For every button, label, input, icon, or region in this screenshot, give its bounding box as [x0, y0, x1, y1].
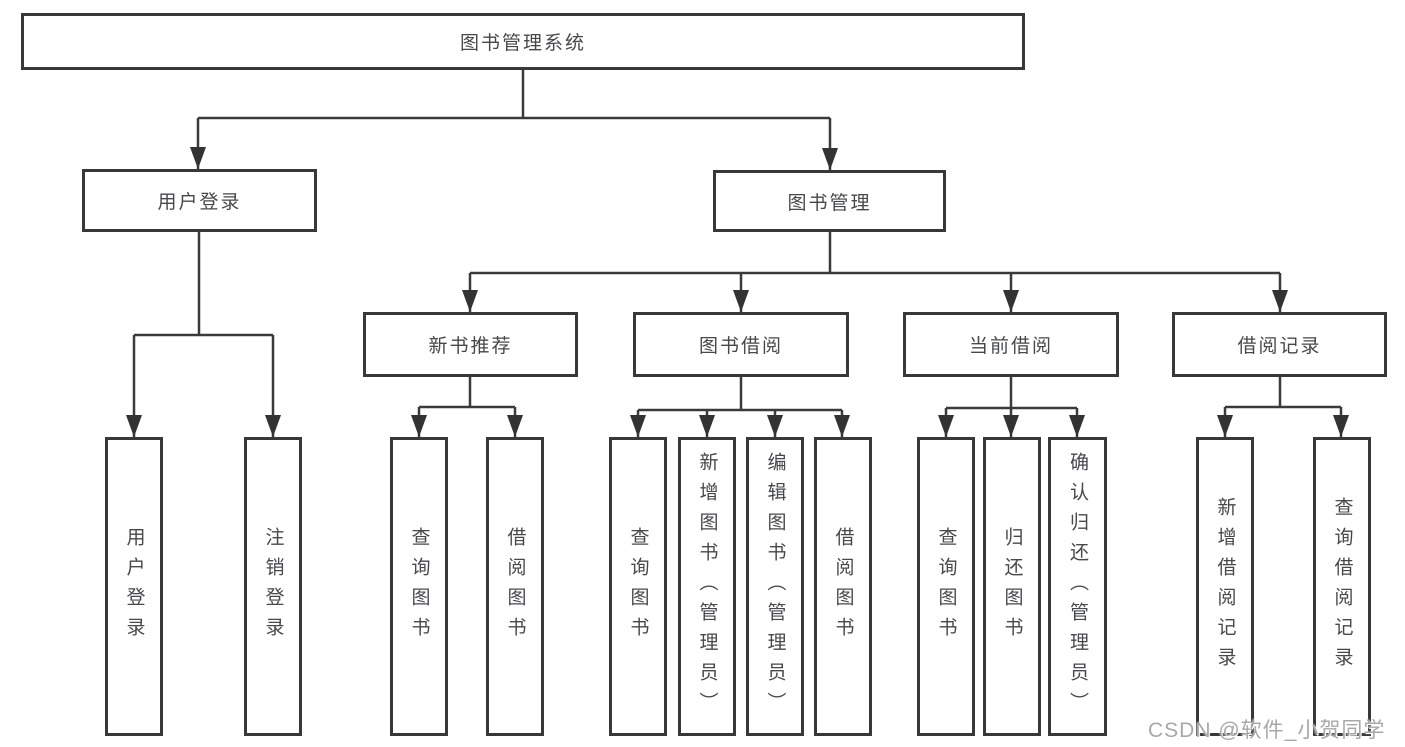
leaf-borrowing-borrow-books: 借阅图书 [814, 437, 872, 736]
leaf-records-add-record: 新增借阅记录 [1196, 437, 1254, 736]
leaf-logout: 注销登录 [244, 437, 302, 736]
node-current-borrowing: 当前借阅 [903, 312, 1119, 377]
node-user-login: 用户登录 [82, 169, 317, 232]
leaf-borrowing-edit-books-admin: 编辑图书（管理员） [746, 437, 804, 736]
leaf-user-login: 用户登录 [105, 437, 163, 736]
leaf-borrowing-query-books: 查询图书 [609, 437, 667, 736]
leaf-current-confirm-return-admin: 确认归还（管理员） [1048, 437, 1107, 736]
node-root-system: 图书管理系统 [21, 13, 1025, 70]
leaf-newbooks-borrow-books: 借阅图书 [486, 437, 544, 736]
csdn-watermark: CSDN @软件_小贺同学 [1148, 719, 1386, 742]
node-book-borrowing: 图书借阅 [633, 312, 849, 377]
leaf-newbooks-query-books: 查询图书 [390, 437, 448, 736]
leaf-current-query-books: 查询图书 [917, 437, 975, 736]
node-borrowing-records: 借阅记录 [1172, 312, 1387, 377]
node-new-book-recommend: 新书推荐 [363, 312, 578, 377]
leaf-borrowing-add-books-admin: 新增图书（管理员） [678, 437, 736, 736]
leaf-current-return-books: 归还图书 [983, 437, 1041, 736]
leaf-records-query-record: 查询借阅记录 [1313, 437, 1371, 736]
node-book-management: 图书管理 [713, 170, 946, 232]
